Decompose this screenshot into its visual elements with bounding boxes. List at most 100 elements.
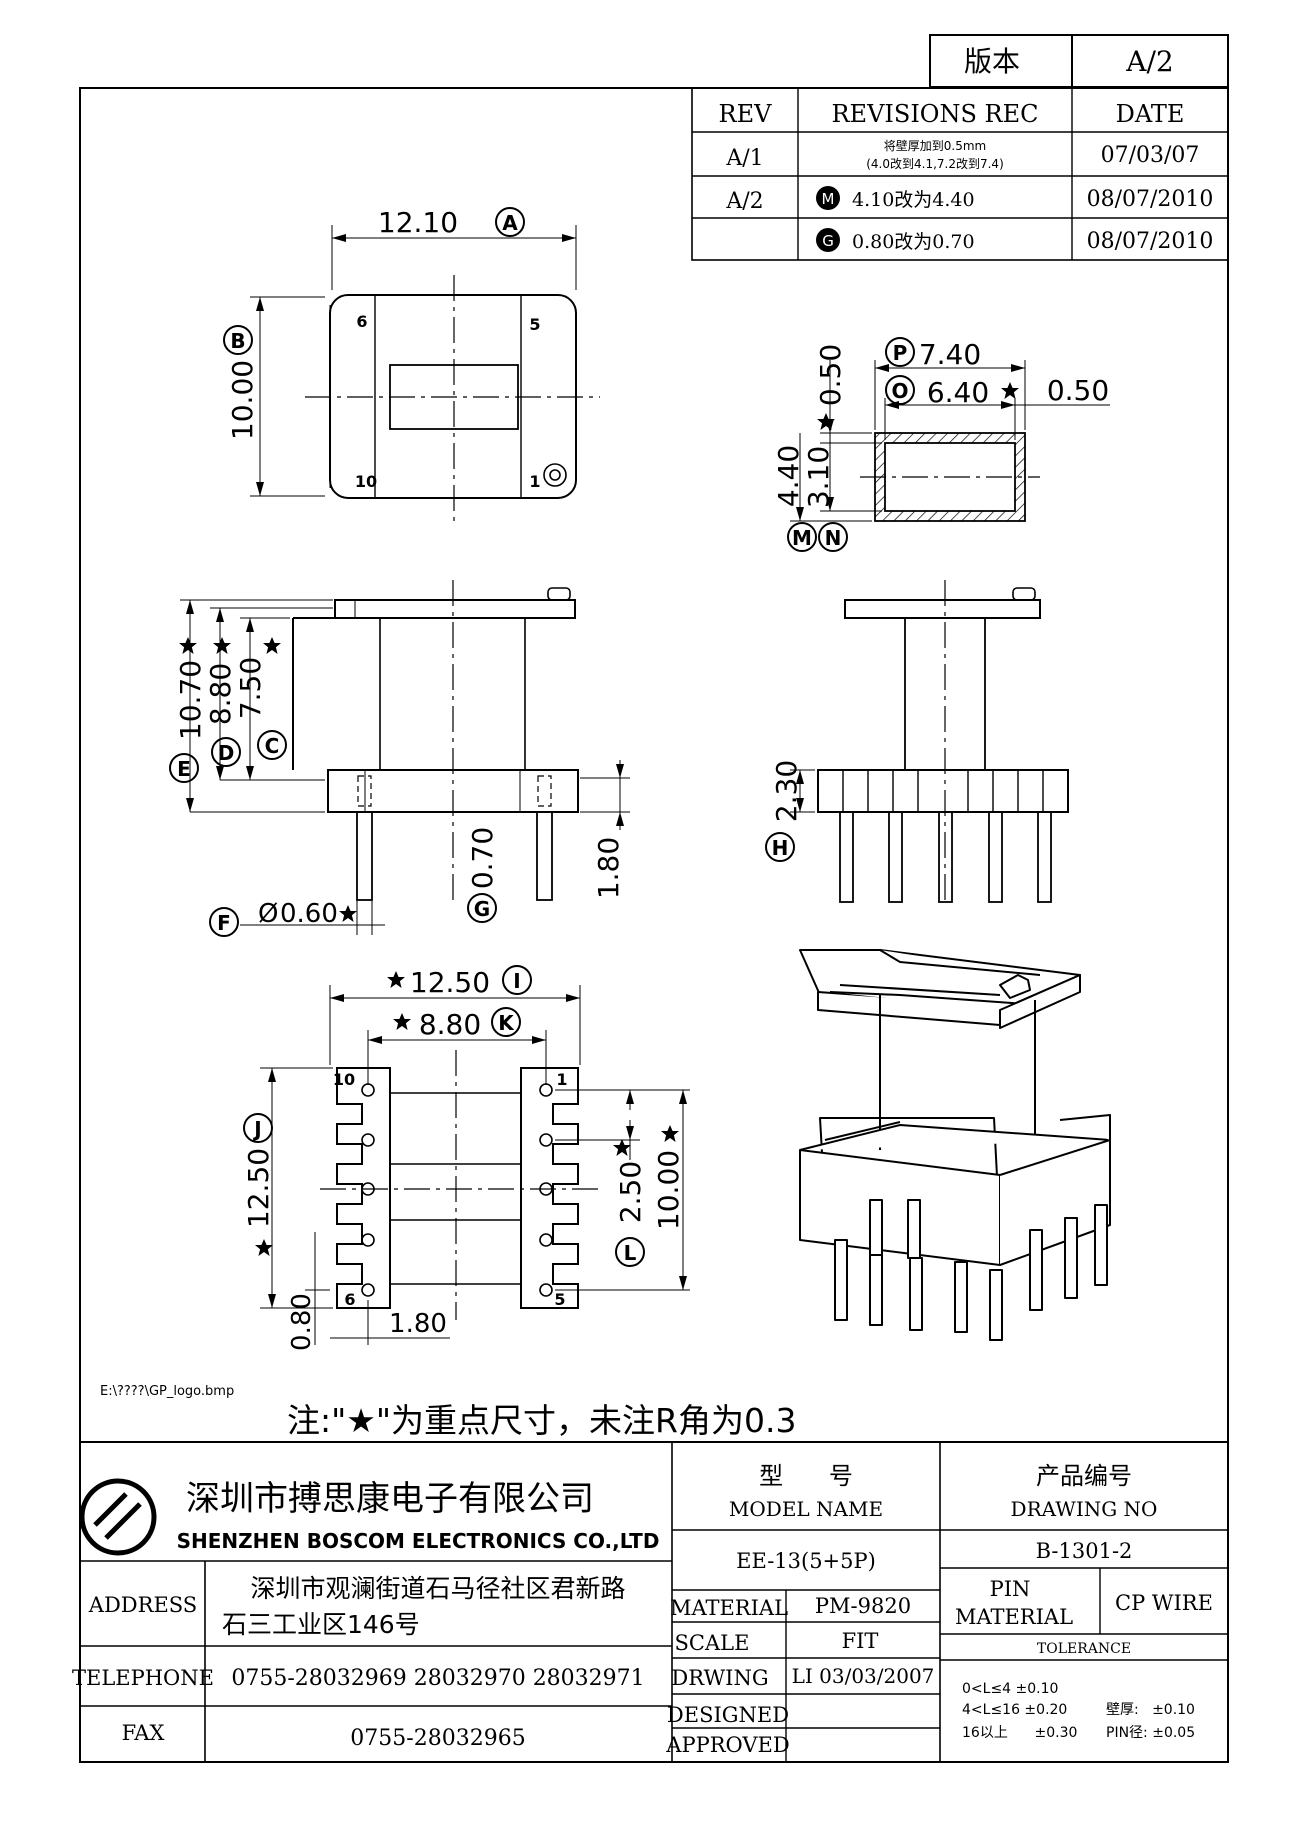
- dim-bot-k: 8.80: [419, 1008, 481, 1041]
- dim-bot-j-mark: J: [252, 1117, 261, 1141]
- bottom-view: 10 1 6 5 12.50 I 8.80 K 12.50 J: [242, 965, 690, 1351]
- material-label: MATERIAL: [670, 1596, 788, 1620]
- top-pin-1: 1: [529, 472, 540, 491]
- mark-g: G: [822, 232, 834, 250]
- tolerance-row-3: 16以上 ±0.30: [962, 1725, 1077, 1741]
- scale-label: SCALE: [675, 1631, 750, 1655]
- star-icon: [393, 1013, 411, 1030]
- dim-top-height-mark: B: [230, 329, 245, 353]
- star-icon: [339, 905, 357, 922]
- rev-header: REV: [719, 100, 773, 128]
- version-box: 版本 A/2: [929, 34, 1229, 88]
- dim-bot-k-mark: K: [498, 1011, 515, 1035]
- date-row-1: 07/03/07: [1101, 143, 1200, 168]
- version-value: A/2: [1125, 45, 1173, 78]
- dim-bot-080: 0.80: [287, 1293, 317, 1351]
- dim-front-pin-symbol: Ø: [258, 899, 278, 929]
- mark-g-circle: [816, 228, 840, 252]
- dim-side-h: 2.30: [770, 760, 803, 822]
- date-row-2: 08/07/2010: [1087, 187, 1214, 212]
- fax-value: 0755-28032965: [350, 1726, 525, 1751]
- star-icon: [179, 637, 197, 654]
- bot-pin-1: 1: [556, 1070, 567, 1089]
- isometric-view: [799, 949, 1111, 1341]
- star-icon: [263, 637, 281, 654]
- dim-bot-i-mark: I: [513, 969, 520, 993]
- drawing-label-cn: 产品编号: [1036, 1462, 1132, 1490]
- dim-front-e-mark: E: [177, 757, 191, 781]
- date-header: DATE: [1116, 100, 1185, 128]
- drawing-label-en: DRAWING NO: [1011, 1497, 1158, 1521]
- bot-pin-5: 5: [554, 1290, 565, 1309]
- dim-bot-180: 1.80: [389, 1309, 447, 1339]
- drawing-value: B-1301-2: [1036, 1539, 1133, 1563]
- dim-sec-o-mark: O: [891, 379, 908, 403]
- rec-row-2: 4.10改为4.40: [852, 189, 975, 211]
- pin-material-label-1: PIN: [990, 1577, 1031, 1601]
- bot-pin-6: 6: [344, 1290, 355, 1309]
- logo-path: E:\????\GP_logo.bmp: [100, 1384, 234, 1399]
- company-logo-icon: [79, 1478, 157, 1556]
- dim-sec-o: 6.40: [927, 376, 989, 409]
- mark-m-circle: [816, 186, 840, 210]
- star-icon: [213, 637, 231, 654]
- dim-side-h-mark: H: [772, 836, 789, 860]
- dim-top-width: 12.10: [378, 206, 458, 239]
- rec-row-1-line1: 将壁厚加到0.5mm: [884, 138, 986, 153]
- side-view: 2.30 H: [765, 580, 1069, 903]
- date-row-3: 08/07/2010: [1087, 229, 1214, 254]
- tolerance-wall: 壁厚: ±0.10: [1106, 1702, 1195, 1718]
- section-view: P 7.40 O 6.40 0.50 0.50 4.40 3.10 M N: [772, 337, 1110, 552]
- fax-label: FAX: [122, 1721, 165, 1745]
- dim-front-g: 0.70: [466, 827, 499, 889]
- dim-bot-j: 12.50: [242, 1148, 275, 1228]
- scale-value: FIT: [842, 1629, 879, 1653]
- dim-sec-wall: 0.50: [1047, 374, 1109, 407]
- dim-bot-i: 12.50: [410, 966, 490, 999]
- approved-label: APPROVED: [665, 1733, 789, 1757]
- bot-pin-10: 10: [333, 1070, 355, 1089]
- telephone-label: TELEPHONE: [72, 1666, 214, 1690]
- dim-front-pin: 0.60: [280, 899, 338, 929]
- dim-front-pin-mark: F: [217, 911, 231, 935]
- star-icon: [255, 1239, 273, 1256]
- address-line-1: 深圳市观澜街道石马径社区君新路: [250, 1574, 625, 1603]
- model-label-cn: 型 号: [759, 1462, 853, 1490]
- drwing-value: LI 03/03/2007: [792, 1664, 935, 1688]
- dim-front-c: 7.50: [234, 657, 267, 719]
- sheet-border: [79, 87, 1229, 1763]
- dim-top-height: 10.00: [226, 360, 259, 440]
- rev-row-2: A/2: [725, 189, 763, 214]
- star-icon: [613, 1139, 631, 1156]
- revisions-table: REV REVISIONS REC DATE A/1 将壁厚加到0.5mm (4…: [691, 87, 1229, 261]
- top-pin-6: 6: [356, 312, 367, 331]
- top-view: 6 5 10 1 12.10 A 10.00 B: [223, 206, 600, 525]
- material-value: PM-9820: [815, 1594, 911, 1618]
- dim-sec-h1: 4.40: [772, 445, 805, 507]
- telephone-value: 0755-28032969 28032970 28032971: [231, 1666, 644, 1691]
- tolerance-row-2: 4<L≤16 ±0.20: [962, 1702, 1067, 1718]
- tolerance-pin: PIN径: ±0.05: [1106, 1725, 1195, 1741]
- title-block: 深圳市搏思康电子有限公司 SHENZHEN BOSCOM ELECTRONICS…: [72, 1441, 1228, 1762]
- address-line-2: 石三工业区146号: [222, 1610, 420, 1639]
- rev-row-1: A/1: [725, 146, 763, 171]
- dim-top-width-mark: A: [502, 211, 518, 235]
- designed-label: DESIGNED: [667, 1703, 789, 1727]
- dim-sec-p: 7.40: [919, 338, 981, 371]
- pin-material-label-2: MATERIAL: [955, 1605, 1073, 1629]
- tolerance-label: TOLERANCE: [1037, 1641, 1131, 1657]
- drwing-label: DRWING: [671, 1666, 768, 1690]
- company-name-cn: 深圳市搏思康电子有限公司: [186, 1479, 594, 1519]
- star-icon: [387, 971, 405, 988]
- front-view: 10.70 8.80 7.50 E D C F Ø 0.60 0.70 G 1.…: [169, 580, 630, 937]
- dim-front-d-mark: D: [218, 741, 235, 765]
- address-label: ADDRESS: [88, 1593, 197, 1617]
- version-label: 版本: [964, 45, 1020, 78]
- top-pin-10: 10: [355, 472, 377, 491]
- dim-front-c-mark: C: [265, 734, 280, 758]
- dim-sec-h2: 3.10: [802, 446, 835, 508]
- model-value: EE-13(5+5P): [736, 1549, 876, 1573]
- dim-sec-n: N: [825, 526, 842, 550]
- rec-row-3: 0.80改为0.70: [852, 231, 975, 253]
